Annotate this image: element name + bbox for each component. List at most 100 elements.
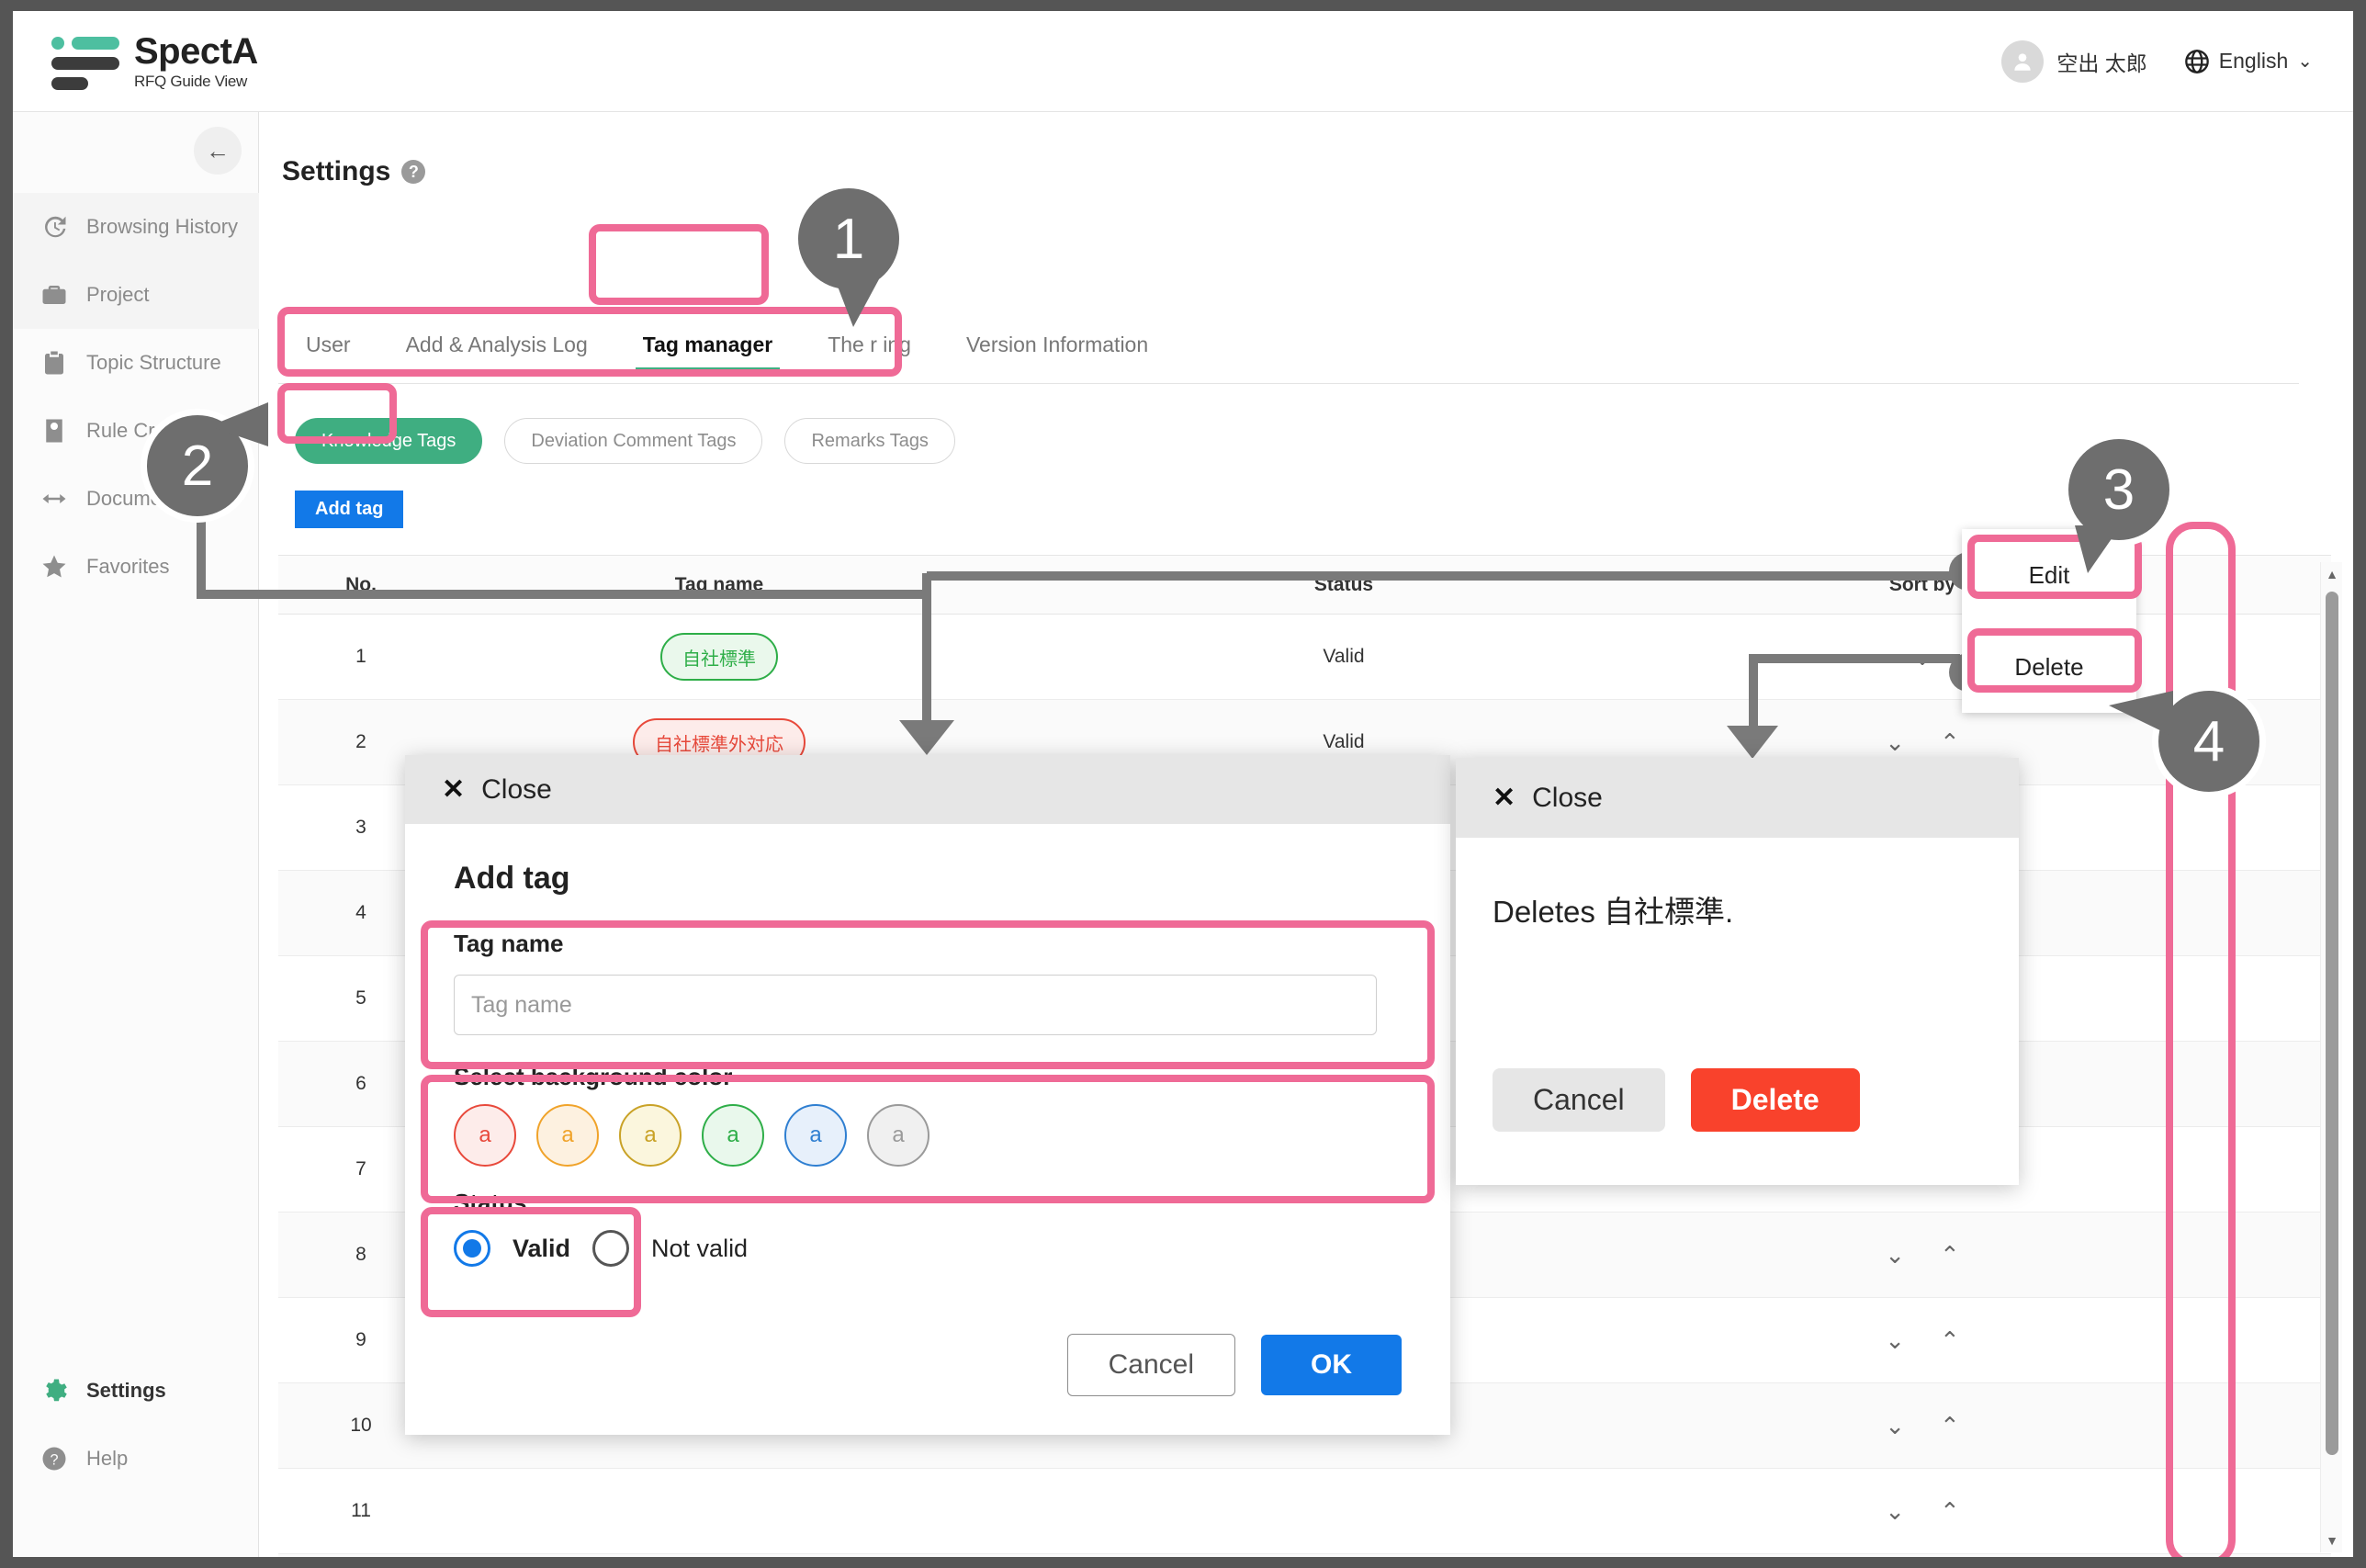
- close-label[interactable]: Close: [1532, 782, 1603, 813]
- row-sort-controls: ⌄⌃: [1693, 1326, 2152, 1355]
- row-number: 3: [355, 817, 366, 838]
- sidebar-item-browsing-history[interactable]: Browsing History: [13, 193, 259, 261]
- connector-line: [1749, 654, 1758, 732]
- delete-dialog-delete-button[interactable]: Delete: [1690, 1068, 1860, 1132]
- add-dialog-cancel-button[interactable]: Cancel: [1066, 1334, 1235, 1396]
- kebab-menu-icon[interactable]: [2229, 1239, 2236, 1270]
- kebab-menu-icon[interactable]: [2229, 1410, 2236, 1441]
- sidebar-bottom-nav: Settings ? Help: [13, 1357, 259, 1493]
- tag-name-input[interactable]: Tag name: [454, 975, 1377, 1035]
- kebab-menu-icon[interactable]: [2229, 812, 2236, 843]
- row-status: Valid: [1323, 646, 1365, 667]
- tab-version-information[interactable]: Version Information: [965, 333, 1149, 356]
- radio-not-valid[interactable]: [592, 1230, 630, 1267]
- kebab-menu-icon[interactable]: [2229, 1495, 2236, 1527]
- menu-item-delete[interactable]: Delete: [2014, 652, 2084, 681]
- callout-1: 1: [798, 188, 899, 289]
- add-dialog-ok-button[interactable]: OK: [1261, 1335, 1402, 1395]
- sidebar-item-favorites[interactable]: Favorites: [13, 533, 259, 601]
- help-badge-icon[interactable]: ?: [401, 160, 426, 184]
- kebab-menu-icon[interactable]: [2229, 1154, 2236, 1185]
- row-number: 11: [351, 1500, 371, 1521]
- language-selector[interactable]: English ⌄: [2184, 49, 2313, 74]
- callout-number: 4: [2192, 709, 2225, 773]
- connector-arrow: [899, 720, 954, 755]
- gear-icon: [39, 1375, 70, 1406]
- tab-the-r-ing[interactable]: The r ing: [828, 333, 911, 356]
- sidebar-item-label: Browsing History: [86, 215, 239, 238]
- tab-tag-manager[interactable]: Tag manager: [615, 321, 800, 374]
- sidebar-item-settings[interactable]: Settings: [13, 1357, 259, 1425]
- color-swatch[interactable]: a: [784, 1104, 847, 1167]
- callout-2-tail: [209, 402, 268, 446]
- column-header-no: No.: [345, 573, 377, 595]
- sort-down-icon[interactable]: ⌄: [1885, 728, 1905, 756]
- sort-down-icon[interactable]: ⌄: [1885, 1496, 1905, 1525]
- color-swatch[interactable]: a: [702, 1104, 764, 1167]
- row-status: Valid: [1323, 731, 1365, 752]
- sort-up-icon[interactable]: ⌃: [1940, 1325, 1960, 1354]
- menu-item-edit[interactable]: Edit: [2028, 560, 2070, 589]
- add-tag-button[interactable]: Add tag: [295, 491, 404, 528]
- scroll-down-icon[interactable]: ▼: [2326, 1533, 2338, 1548]
- close-icon[interactable]: ✕: [1493, 783, 1516, 813]
- sort-up-icon[interactable]: ⌃: [1940, 1411, 1960, 1439]
- sort-up-icon[interactable]: ⌃: [1940, 1240, 1960, 1269]
- sidebar-item-project[interactable]: Project: [13, 261, 259, 329]
- sidebar-collapse-button[interactable]: ←: [194, 127, 242, 175]
- tab-user[interactable]: User: [306, 333, 351, 356]
- delete-message: Deletes 自社標準.: [1493, 895, 1734, 929]
- color-swatch[interactable]: a: [454, 1104, 516, 1167]
- row-tag-name: 自社標準: [444, 633, 995, 681]
- row-actions-cell: [2152, 897, 2313, 929]
- user-menu[interactable]: 空出 太郎: [2001, 39, 2147, 83]
- delete-dialog-cancel-button[interactable]: Cancel: [1493, 1068, 1665, 1132]
- help-icon: ?: [39, 1443, 70, 1474]
- pill-remarks-tags[interactable]: Remarks Tags: [784, 418, 955, 464]
- status-group: Status Valid Not valid: [454, 1189, 1402, 1267]
- sort-down-icon[interactable]: ⌄: [1885, 1325, 1905, 1354]
- table-scrollbar[interactable]: ▲ ▼: [2320, 562, 2342, 1552]
- globe-icon: [2184, 49, 2210, 74]
- app-logo[interactable]: SpectA RFQ Guide View: [51, 32, 258, 91]
- delete-confirm-dialog: ✕ Close Deletes 自社標準. Cancel Delete: [1456, 758, 2019, 1185]
- sidebar-item-topic-structure[interactable]: Topic Structure: [13, 329, 259, 397]
- color-swatch[interactable]: a: [619, 1104, 682, 1167]
- sort-down-icon[interactable]: ⌄: [1885, 1411, 1905, 1439]
- dialog-header: ✕ Close: [1456, 758, 2019, 838]
- color-swatch[interactable]: a: [536, 1104, 599, 1167]
- connector-line: [927, 571, 1850, 581]
- app-window: SpectA RFQ Guide View 空出 太郎 English ⌄ ←: [13, 11, 2353, 1557]
- row-number: 10: [350, 1415, 372, 1436]
- background-color-label: Select background color: [454, 1063, 733, 1090]
- sort-up-icon[interactable]: ⌃: [1940, 728, 1960, 756]
- connector-arrow: [1727, 726, 1778, 759]
- tab-add-analysis-log[interactable]: Add & Analysis Log: [405, 333, 588, 356]
- pill-knowledge-tags[interactable]: Knowledge Tags: [295, 418, 483, 464]
- sort-up-icon[interactable]: ⌃: [1940, 1496, 1960, 1525]
- close-icon[interactable]: ✕: [442, 774, 466, 805]
- kebab-menu-icon[interactable]: [2229, 897, 2236, 929]
- kebab-menu-icon[interactable]: [2229, 1325, 2236, 1356]
- star-icon: [39, 551, 70, 582]
- kebab-menu-icon[interactable]: [2229, 1068, 2236, 1100]
- scrollbar-thumb[interactable]: [2326, 592, 2338, 1455]
- sidebar-item-help[interactable]: ? Help: [13, 1425, 259, 1493]
- sort-down-icon[interactable]: ⌄: [1885, 1240, 1905, 1269]
- kebab-menu-icon[interactable]: [2229, 983, 2236, 1014]
- radio-not-valid-label: Not valid: [651, 1234, 749, 1262]
- table-row[interactable]: 11 ⌄ ⌃: [278, 1469, 2331, 1554]
- book-icon: [39, 415, 70, 446]
- language-label: English: [2218, 49, 2289, 73]
- color-swatch[interactable]: a: [867, 1104, 930, 1167]
- briefcase-icon: [39, 279, 70, 310]
- close-label[interactable]: Close: [481, 773, 552, 805]
- add-tag-dialog: ✕ Close Add tag Tag name Tag name Select…: [405, 755, 1450, 1435]
- kebab-menu-icon[interactable]: [2229, 641, 2236, 672]
- scroll-up-icon[interactable]: ▲: [2326, 567, 2338, 581]
- radio-valid[interactable]: [454, 1230, 490, 1267]
- row-number: 9: [355, 1329, 366, 1350]
- pill-deviation-comment-tags[interactable]: Deviation Comment Tags: [504, 418, 763, 464]
- table-row[interactable]: 12標準質問Valid⌄⌃: [278, 1554, 2331, 1557]
